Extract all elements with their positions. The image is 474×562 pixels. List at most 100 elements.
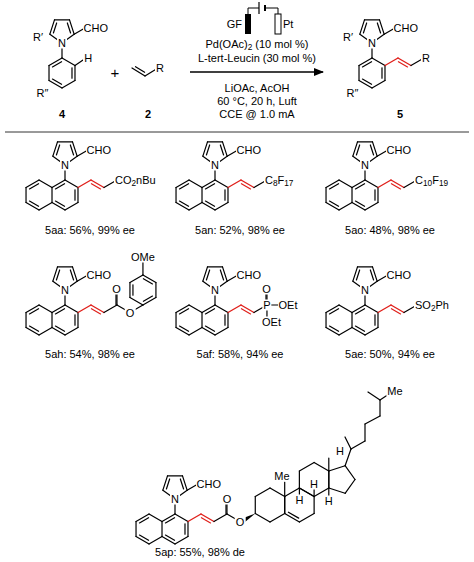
bond-line xyxy=(179,326,188,331)
bond-line xyxy=(284,497,285,514)
substituent-label: OEt xyxy=(278,300,299,311)
bond-line xyxy=(374,315,375,326)
bond-line xyxy=(139,535,148,540)
bond-line xyxy=(326,203,339,211)
bond-line xyxy=(132,285,133,296)
bond-line xyxy=(314,497,315,514)
bond-line xyxy=(91,305,104,313)
substituent-label: R′ xyxy=(33,32,43,43)
bond-line xyxy=(139,518,148,523)
bond-line xyxy=(351,188,352,203)
bond-line xyxy=(67,23,70,33)
bond-line xyxy=(78,180,91,188)
compound-label: 5ah: 54%, 98% ee xyxy=(45,349,135,360)
bond-line xyxy=(381,68,382,79)
bond-line xyxy=(329,201,338,206)
stereo-h-label: H xyxy=(324,495,334,506)
bond-line xyxy=(398,58,411,66)
substituent-label: CHO xyxy=(86,269,112,280)
compound-number: 2 xyxy=(145,109,151,120)
substituent-label: R″ xyxy=(37,87,49,98)
bond-line xyxy=(55,19,70,20)
bond-line xyxy=(284,497,285,514)
bond-line xyxy=(329,326,338,331)
atom-label: N xyxy=(360,285,370,296)
bond-line xyxy=(70,270,73,280)
bond-line xyxy=(352,180,365,188)
bond-line xyxy=(205,184,214,189)
bond-line xyxy=(241,184,250,189)
substituent-label: CHO xyxy=(86,144,112,155)
bond-line xyxy=(288,512,298,518)
bond-line xyxy=(51,188,52,203)
bond-line xyxy=(166,479,169,489)
bond-line xyxy=(299,471,300,488)
bond-line xyxy=(351,313,352,328)
bond-line xyxy=(202,180,215,188)
bond-line xyxy=(329,309,338,314)
bond-line xyxy=(136,514,149,522)
bond-line xyxy=(179,184,188,189)
bond-line xyxy=(351,441,365,449)
substituent-label: CHO xyxy=(393,22,419,33)
atom-label: P xyxy=(262,300,271,311)
bond-line xyxy=(39,305,52,313)
condition-text: Pd(OAc)2 (10 mol %) xyxy=(205,39,308,50)
bond-line xyxy=(62,58,75,66)
electrode-label: Pt xyxy=(283,19,293,30)
bond-line xyxy=(368,392,380,400)
bond-line xyxy=(355,326,364,331)
bond-line xyxy=(329,184,338,189)
compound-number: 5 xyxy=(397,109,403,120)
bond-line xyxy=(143,275,156,283)
bond-line xyxy=(58,266,73,267)
bond-line xyxy=(187,522,188,537)
bond-line xyxy=(135,522,136,537)
bond-line xyxy=(374,190,375,201)
bond-line xyxy=(328,471,329,488)
substituent-label: R″ xyxy=(347,87,359,98)
bond-line xyxy=(55,326,64,331)
compound-label: 5ao: 48%, 98% ee xyxy=(345,225,435,236)
divider-rule xyxy=(5,132,469,133)
bond-line xyxy=(270,488,285,497)
bond-line xyxy=(339,305,352,313)
bond-line xyxy=(356,270,359,280)
bond-line xyxy=(365,180,378,188)
atom-label: H xyxy=(83,53,93,64)
atom-label: O xyxy=(235,516,246,527)
bond-line xyxy=(26,203,39,211)
bond-line xyxy=(377,188,378,203)
cathode-electrode xyxy=(275,14,281,34)
bond-line xyxy=(228,305,241,313)
bond-line xyxy=(377,23,380,33)
bond-line xyxy=(52,305,65,313)
bond-line xyxy=(189,305,202,313)
bond-line xyxy=(77,188,78,203)
bond-line xyxy=(49,81,62,89)
bond-line xyxy=(299,463,314,472)
bond-line xyxy=(132,68,145,76)
substituent-label: R′ xyxy=(343,32,353,43)
bond-line xyxy=(65,328,78,336)
condition-text: L-tert-Leucin (30 mol %) xyxy=(198,53,316,64)
bond-line xyxy=(391,309,400,314)
bond-line xyxy=(329,466,345,471)
bond-line xyxy=(165,518,174,523)
bond-line xyxy=(25,313,26,328)
bond-line xyxy=(359,58,372,66)
bond-line xyxy=(391,180,404,188)
bond-line xyxy=(162,514,175,522)
bond-line xyxy=(48,66,49,81)
bond-line xyxy=(188,514,201,522)
bond-line xyxy=(206,270,209,280)
atom-label: N xyxy=(60,285,70,296)
bond-line xyxy=(326,328,339,336)
bond-line xyxy=(149,514,162,522)
bond-line xyxy=(176,203,189,211)
bond-line xyxy=(168,475,183,476)
bond-line xyxy=(55,201,64,206)
bond-line xyxy=(215,203,228,211)
bond-line xyxy=(56,270,59,280)
condition-text: LiOAc, AcOH xyxy=(225,83,290,94)
